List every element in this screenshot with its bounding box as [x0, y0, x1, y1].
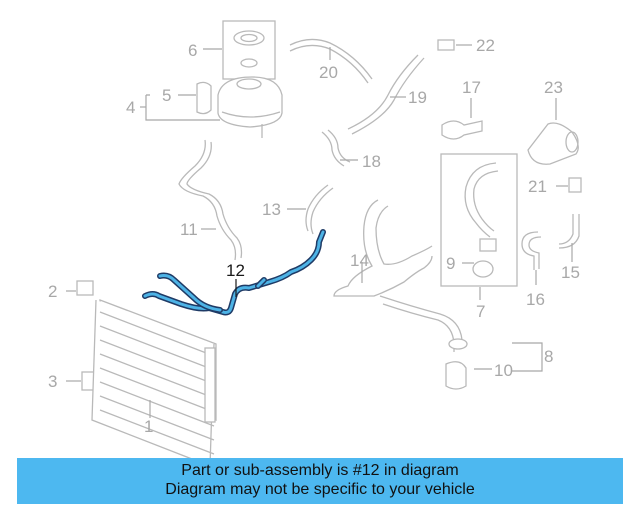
- part-23-housing[interactable]: [527, 98, 579, 165]
- part-3-bracket[interactable]: [66, 371, 95, 391]
- part-5-bracket[interactable]: [140, 81, 220, 121]
- label-2: 2: [48, 282, 57, 301]
- part-20-hose[interactable]: [289, 38, 373, 84]
- label-23: 23: [544, 78, 563, 97]
- label-6: 6: [188, 41, 197, 60]
- part-12-highlighted-pipe[interactable]: [142, 229, 326, 316]
- label-3: 3: [48, 372, 57, 391]
- part-2-bracket[interactable]: [66, 280, 94, 296]
- part-1-radiator[interactable]: [91, 299, 217, 467]
- label-20: 20: [319, 63, 338, 82]
- part-10-fitting[interactable]: [445, 361, 492, 390]
- label-16: 16: [526, 290, 545, 309]
- expansion-tank[interactable]: [217, 76, 283, 138]
- part-6-cap-seal[interactable]: [203, 20, 276, 80]
- label-21: 21: [528, 177, 547, 196]
- label-15: 15: [561, 263, 580, 282]
- part-18-hose[interactable]: [321, 129, 358, 167]
- part-22-fitting[interactable]: [437, 39, 472, 51]
- label-5: 5: [162, 86, 171, 105]
- label-14: 14: [350, 251, 369, 270]
- part-11-pipe[interactable]: [178, 139, 243, 261]
- part-7-assembly[interactable]: [440, 153, 518, 300]
- label-9: 9: [446, 254, 455, 273]
- part-8-pipe[interactable]: [379, 295, 543, 372]
- label-4: 4: [126, 98, 135, 117]
- label-11: 11: [180, 220, 198, 239]
- label-18: 18: [362, 152, 381, 171]
- label-12: 12: [226, 261, 245, 280]
- label-22: 22: [476, 36, 495, 55]
- label-17: 17: [462, 78, 481, 97]
- label-1: 1: [144, 417, 153, 436]
- label-8: 8: [544, 347, 553, 366]
- banner-line-1: Part or sub-assembly is #12 in diagram: [181, 462, 459, 479]
- info-banner: Part or sub-assembly is #12 in diagram D…: [17, 458, 623, 504]
- part-21-fitting[interactable]: [556, 177, 582, 193]
- part-17-fitting[interactable]: [441, 98, 483, 140]
- part-15-hose[interactable]: [558, 214, 580, 262]
- part-16-hose[interactable]: [521, 231, 542, 285]
- label-13: 13: [262, 200, 281, 219]
- label-10: 10: [494, 361, 513, 380]
- part-13-hose[interactable]: [287, 184, 334, 235]
- label-19: 19: [408, 88, 427, 107]
- label-7: 7: [476, 302, 485, 321]
- banner-line-2: Diagram may not be specific to your vehi…: [165, 481, 475, 498]
- part-14-pipe[interactable]: [333, 199, 433, 297]
- part-19-hose[interactable]: [347, 54, 425, 135]
